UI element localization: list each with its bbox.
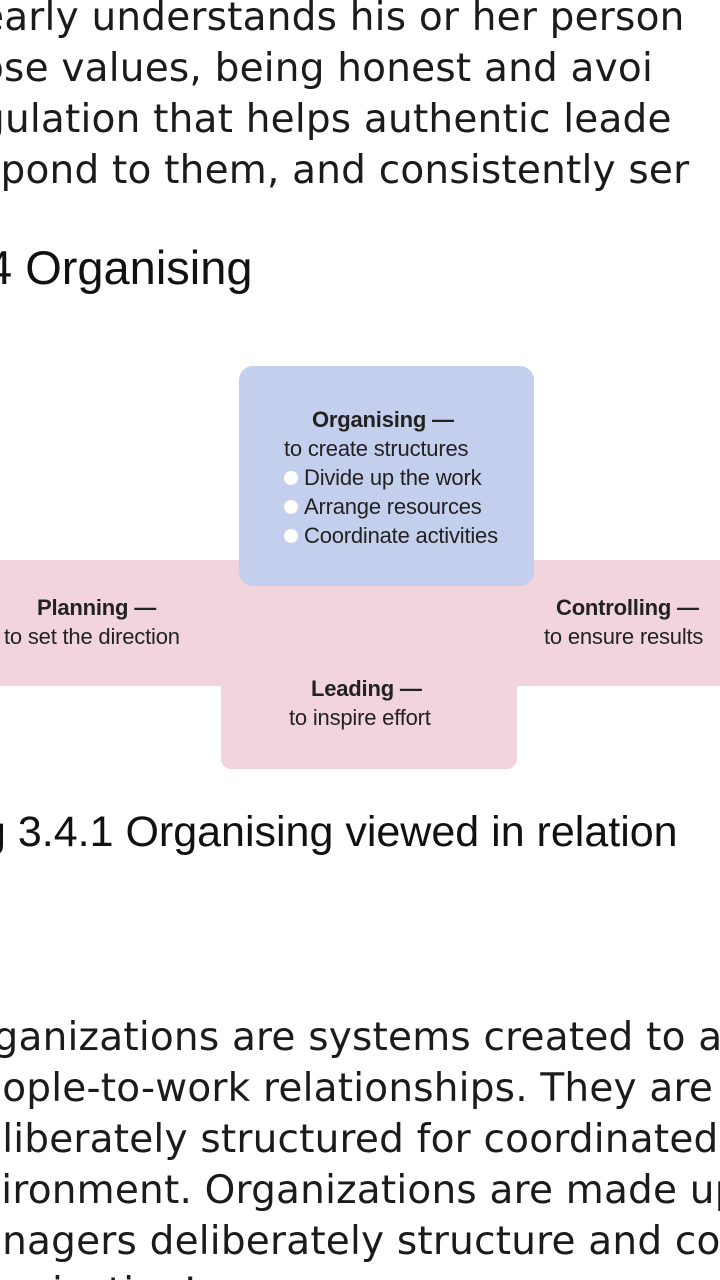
leading-subtitle: to inspire effort: [289, 705, 431, 730]
paragraph-line: ose values, being honest and avoi: [0, 46, 654, 91]
paragraph-line: eliberately structured for coordinated a…: [0, 1117, 720, 1162]
bullet-text: Arrange resources: [304, 494, 482, 519]
leading-box: [221, 660, 517, 769]
paragraph-line: eople-to-work relationships. They are es: [0, 1066, 720, 1111]
organising-figure: Organising — to create structures Divide…: [0, 360, 720, 780]
section-heading: 4 Organising: [0, 241, 253, 294]
bullet-dot-icon: [284, 471, 298, 485]
paragraph-line: gulation that helps authentic leade: [0, 97, 672, 142]
paragraph-line: ganization’s purpose: [0, 1267, 720, 1280]
controlling-subtitle: to ensure results: [544, 624, 704, 649]
paragraph-line: vironment. Organizations are made up: [0, 1168, 720, 1213]
figure-caption: g 3.4.1 Organising viewed in relation: [0, 808, 678, 856]
paragraph-top: early understands his or her person ose …: [0, 0, 720, 196]
organising-bullet: Divide up the work: [284, 463, 498, 492]
bullet-text: Coordinate activities: [304, 523, 498, 548]
controlling-title: Controlling —: [556, 595, 699, 620]
bullet-dot-icon: [284, 529, 298, 543]
controlling-block: Controlling — to ensure results: [544, 593, 703, 651]
paragraph-line: spond to them, and consistently ser: [0, 148, 690, 193]
paragraph-line: early understands his or her person: [0, 0, 685, 40]
planning-subtitle: to set the direction: [4, 624, 180, 649]
planning-title: Planning —: [37, 595, 157, 620]
organising-subtitle: to create structures: [284, 436, 469, 461]
organising-block: Organising — to create structures Divide…: [284, 405, 498, 550]
leading-block: Leading — to inspire effort: [289, 674, 431, 732]
paragraph-line: anagers deliberately structure and coor: [0, 1219, 720, 1264]
leading-title: Leading —: [311, 676, 422, 701]
organising-bullet: Arrange resources: [284, 492, 498, 521]
organising-title: Organising —: [312, 407, 454, 432]
bullet-dot-icon: [284, 500, 298, 514]
paragraph-line: rganizations are systems created to ach: [0, 1015, 720, 1060]
paragraph-bottom: rganizations are systems created to ach …: [0, 1012, 720, 1280]
organising-bullet: Coordinate activities: [284, 521, 498, 550]
bullet-text: Divide up the work: [304, 465, 482, 490]
planning-block: Planning — to set the direction: [4, 593, 180, 651]
